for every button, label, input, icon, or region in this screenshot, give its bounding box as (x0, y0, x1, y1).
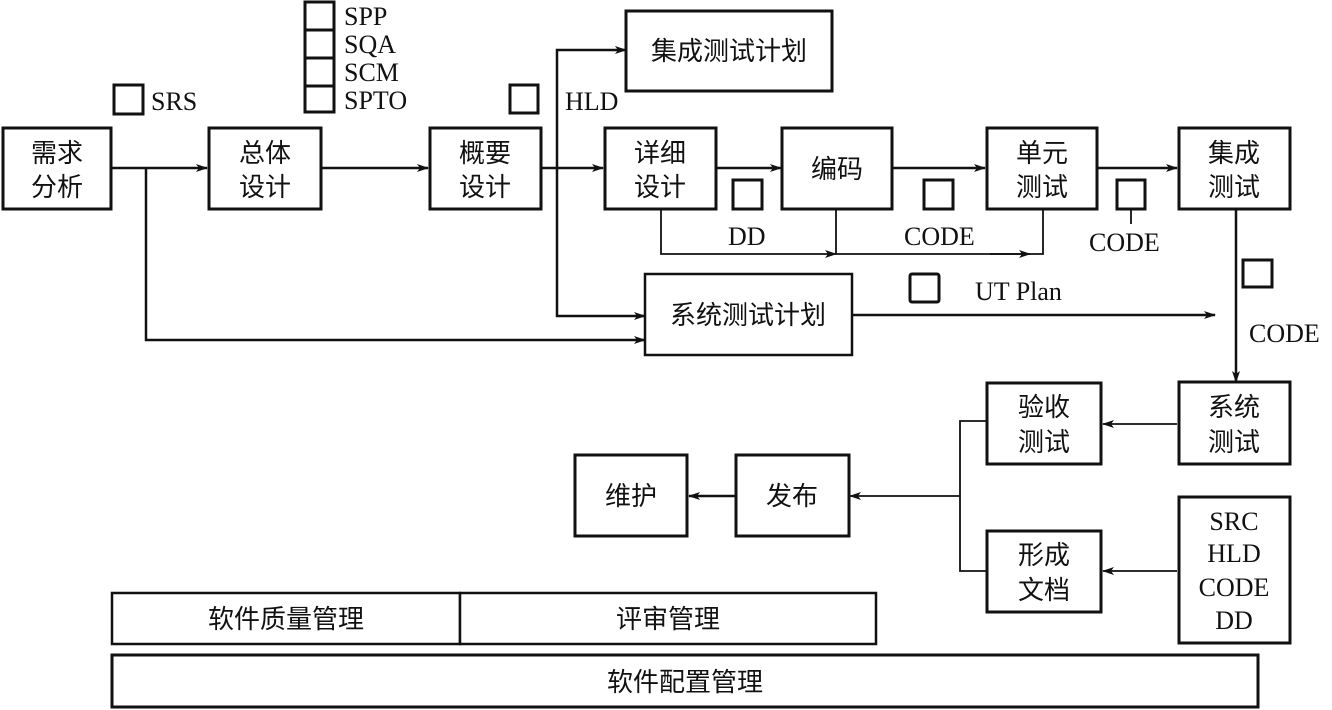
document-icon (908, 272, 941, 304)
node-label: 验收 (1018, 393, 1070, 423)
node-maintenance[interactable]: 维护 (573, 453, 689, 538)
management-review[interactable]: 评审管理 (458, 591, 878, 646)
node-deliverables[interactable]: SRC HLD CODE DD (1177, 495, 1292, 645)
node-label: 详细 (634, 139, 686, 169)
node-outline-design[interactable]: 概要 设计 (428, 126, 543, 211)
doc-code-unit: CODE (904, 178, 975, 251)
node-label: 需求 (31, 139, 83, 169)
node-label: 设计 (459, 173, 511, 203)
arrow-outline-to-integration-plan (555, 46, 627, 168)
connectors (112, 46, 1240, 575)
node-label: 测试 (1208, 173, 1260, 203)
management-label: 软件质量管理 (208, 605, 364, 635)
document-icon (303, 0, 336, 32)
doc-label: SPP (344, 2, 387, 31)
document-icon (112, 83, 145, 116)
node-label: 概要 (459, 139, 511, 169)
node-label: 形成 (1018, 541, 1070, 571)
node-system-test-plan[interactable]: 系统测试计划 (643, 272, 854, 357)
node-label: 单元 (1016, 139, 1068, 169)
node-label: 发布 (766, 482, 818, 512)
node-label: 总体 (239, 139, 291, 169)
node-label: 设计 (239, 173, 291, 203)
doc-hld: HLD (508, 83, 618, 116)
document-icon (1115, 178, 1147, 211)
management-label: 评审管理 (616, 605, 720, 635)
management-configuration[interactable]: 软件配置管理 (110, 653, 1260, 709)
document-icon (731, 178, 764, 211)
doc-code-system: CODE (1241, 258, 1320, 348)
node-label: 编码 (811, 155, 863, 185)
doc-plans: SPP SQA SCM SPTO (303, 0, 407, 115)
node-label: HLD (1207, 539, 1260, 568)
node-label: CODE (1199, 573, 1270, 602)
node-overall-design[interactable]: 总体 设计 (207, 126, 323, 211)
node-acceptance-test[interactable]: 验收 测试 (985, 381, 1103, 466)
document-icon (922, 178, 955, 211)
node-label: 集成测试计划 (651, 37, 807, 67)
node-unit-test[interactable]: 单元 测试 (985, 126, 1099, 211)
document-icon (303, 84, 336, 114)
doc-label: SPTO (344, 86, 407, 115)
doc-srs: SRS (112, 83, 197, 116)
node-label: 集成 (1208, 139, 1260, 169)
doc-label: UT Plan (975, 277, 1062, 306)
node-detailed-design[interactable]: 详细 设计 (603, 126, 718, 211)
node-label: 测试 (1016, 173, 1068, 203)
node-label: 维护 (605, 482, 657, 512)
arrow-detailed-dd (660, 209, 837, 258)
doc-label: HLD (565, 87, 618, 116)
management-label: 软件配置管理 (607, 668, 763, 698)
document-icon (303, 28, 336, 60)
doc-label: CODE (904, 222, 975, 251)
document-icon (303, 56, 336, 88)
line-coding-code (835, 209, 1044, 255)
doc-label: SCM (344, 58, 399, 87)
node-system-test[interactable]: 系统 测试 (1177, 380, 1292, 466)
node-label: 测试 (1018, 428, 1070, 458)
doc-label: CODE (1089, 228, 1160, 257)
node-integration-test-plan[interactable]: 集成测试计划 (624, 9, 834, 93)
arrow-req-to-system-test-plan (144, 168, 646, 344)
node-label: 分析 (31, 173, 83, 203)
node-release[interactable]: 发布 (734, 453, 851, 538)
doc-dd: DD (728, 178, 766, 251)
doc-label: SRS (151, 87, 197, 116)
node-label: 测试 (1208, 428, 1260, 458)
arrow-outline-to-system-test-plan (555, 168, 646, 320)
doc-code-integration: CODE (1089, 178, 1160, 257)
node-coding[interactable]: 编码 (780, 126, 894, 211)
doc-label: SQA (344, 30, 396, 59)
document-icon (508, 83, 540, 115)
node-label: 设计 (634, 173, 686, 203)
node-label: SRC (1209, 507, 1258, 536)
node-integration-test[interactable]: 集成 测试 (1177, 126, 1292, 211)
node-documentation[interactable]: 形成 文档 (985, 529, 1103, 614)
doc-label: CODE (1249, 319, 1320, 348)
node-requirements[interactable]: 需求 分析 (1, 126, 113, 211)
node-label: DD (1215, 606, 1253, 635)
node-label: 系统测试计划 (670, 301, 826, 331)
node-label: 文档 (1018, 576, 1070, 606)
line-merge (959, 420, 987, 572)
doc-ut-plan: UT Plan (908, 272, 1062, 306)
doc-label: DD (728, 222, 766, 251)
node-label: 系统 (1208, 393, 1260, 423)
management-quality[interactable]: 软件质量管理 (110, 591, 462, 646)
document-icon (1241, 258, 1274, 289)
